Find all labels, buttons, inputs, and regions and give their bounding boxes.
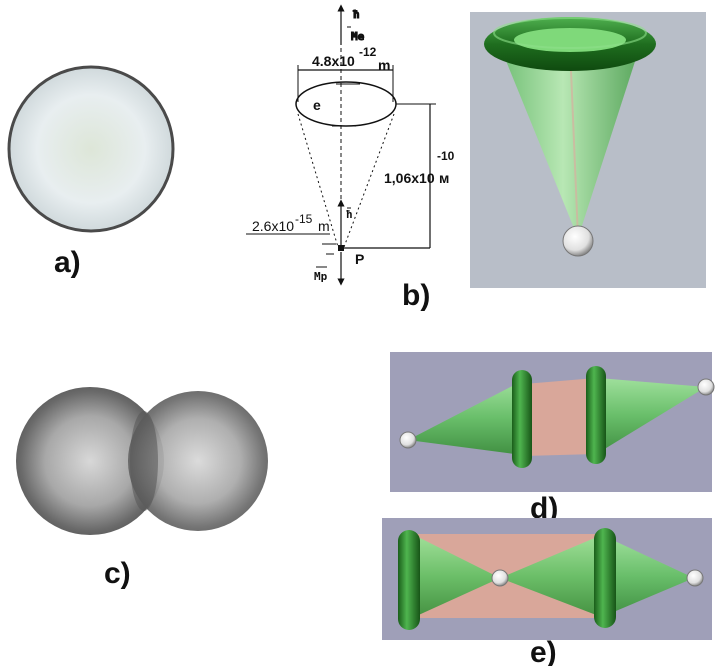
orbit-width-unit: m: [378, 57, 390, 73]
cone-axis: [569, 45, 579, 239]
panel-b: ħ Me 4.8x10 -12 m e 1,06x10 -10 м ħ: [246, 4, 455, 312]
cone-body: [500, 46, 640, 238]
d-right-cone: [598, 378, 706, 453]
panel-a: a): [7, 65, 175, 279]
panel-c-label: c): [104, 557, 131, 590]
e-middle-cone: [500, 534, 604, 618]
height-value: 1,06x10: [384, 170, 435, 186]
proton-moment-label: Mp: [314, 270, 328, 283]
orbit-width-value: 4.8x10: [312, 53, 355, 69]
panel-e-label: e): [530, 636, 557, 666]
cone-ring-highlight: [493, 17, 647, 49]
height-exponent: -10: [437, 149, 455, 163]
right-lobe: [128, 391, 268, 531]
cone-right-dotted: [343, 113, 395, 248]
panel-a-label: a): [54, 246, 81, 279]
proton-size-unit: m: [318, 218, 330, 234]
top-moment-label: Me: [351, 30, 365, 43]
orbit-width-exponent: -12: [359, 45, 377, 59]
d-left-ball: [399, 431, 417, 449]
panel-d: d): [390, 352, 715, 525]
d-left-ring: [512, 370, 532, 468]
electron-label: e: [313, 97, 321, 113]
d-right-ring: [586, 366, 606, 464]
e-right-ring: [594, 528, 616, 628]
proton-size-value: 2.6x10: [252, 218, 294, 234]
electron-cloud-disc: [7, 65, 175, 233]
panel-e: e): [382, 518, 712, 666]
panel-b-label: b): [402, 279, 430, 312]
proton-dot: [338, 245, 344, 251]
e-right-ball: [686, 569, 704, 587]
e-left-ring: [398, 530, 420, 630]
panel-c: c): [16, 387, 268, 590]
left-lobe: [16, 387, 164, 535]
panel-3d-cone: [470, 12, 706, 288]
d-overlap-band: [524, 378, 596, 456]
top-spin-label: ħ: [353, 8, 360, 21]
d-left-cone: [408, 381, 522, 455]
e-middle-ball: [491, 569, 509, 587]
e-left-cone: [412, 534, 500, 618]
orbit-width-label: 4.8x10 -12 m: [312, 45, 390, 73]
proton-size-exponent: -15: [295, 212, 313, 226]
proton-size-label: 2.6x10 -15 m: [252, 212, 330, 234]
proton-label: P: [355, 251, 364, 267]
height-label: 1,06x10 -10 м: [384, 149, 455, 186]
electron-orbit-ellipse: [295, 81, 397, 127]
d-right-ball: [697, 378, 715, 396]
proton-ball: [562, 225, 594, 257]
proton-spin-label: ħ: [346, 208, 353, 221]
e-right-cone: [604, 536, 694, 616]
height-unit: м: [439, 170, 449, 186]
lobe-overlap: [130, 411, 158, 511]
cone-left-dotted: [297, 113, 339, 248]
